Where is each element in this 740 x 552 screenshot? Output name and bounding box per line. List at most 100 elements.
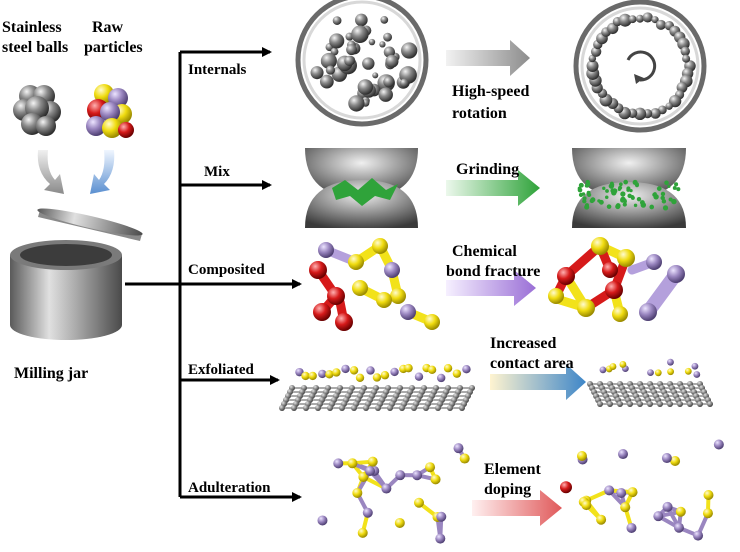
steel-ball xyxy=(329,33,345,49)
down-arrow-gray xyxy=(37,150,64,194)
ground-particle xyxy=(639,200,645,205)
steel-ball xyxy=(320,52,337,69)
steel-ball xyxy=(385,54,399,68)
steel-ball xyxy=(332,16,342,25)
atom xyxy=(654,369,662,377)
atom xyxy=(453,443,464,454)
atom xyxy=(357,527,368,538)
steel-ball xyxy=(330,47,339,56)
ground-particle xyxy=(653,192,657,196)
atom xyxy=(349,366,359,375)
carbon-atom xyxy=(363,405,369,411)
atom xyxy=(462,364,471,374)
ground-particle xyxy=(622,202,627,207)
atom xyxy=(395,470,406,481)
carbon-atom xyxy=(399,405,405,411)
molecule-composite-before xyxy=(309,238,440,331)
ground-particle xyxy=(606,204,612,209)
carbon-atom xyxy=(387,405,393,411)
atom xyxy=(308,371,317,381)
carbon-atom xyxy=(617,401,623,407)
ground-particle xyxy=(610,182,615,187)
flow-lines xyxy=(125,47,302,502)
atom xyxy=(404,363,413,373)
atom xyxy=(333,458,344,469)
graphene-stacked xyxy=(279,363,475,411)
ground-particle xyxy=(656,186,662,191)
steel-ball xyxy=(676,81,688,93)
atom xyxy=(684,367,692,375)
steel-ball xyxy=(325,65,336,75)
structure-undoped xyxy=(317,443,470,544)
carbon-atom xyxy=(677,401,683,407)
ground-particle xyxy=(578,192,584,198)
atom xyxy=(332,368,341,377)
ground-particle xyxy=(605,189,609,193)
steel-ball xyxy=(650,108,661,119)
atom xyxy=(317,515,328,526)
carbon-atom xyxy=(657,401,663,407)
atom xyxy=(427,365,437,375)
ground-particle xyxy=(632,179,638,185)
atom xyxy=(436,373,446,383)
raw-particles-label: Raw particles xyxy=(84,19,143,56)
atom xyxy=(412,470,423,481)
process-label-rotation: High-speed rotation xyxy=(452,83,533,122)
ground-particle xyxy=(636,196,642,202)
carbon-atom xyxy=(697,401,703,407)
atom xyxy=(352,487,363,498)
atom xyxy=(380,371,390,380)
carbon-atom xyxy=(627,401,633,407)
ground-particle xyxy=(587,192,592,198)
steel-ball xyxy=(655,19,667,30)
process-label-doping: Element doping xyxy=(484,461,545,498)
arrow-doping xyxy=(472,490,562,526)
atom xyxy=(647,369,654,377)
atom xyxy=(604,485,615,496)
steel-ball xyxy=(372,72,379,79)
down-arrow-blue xyxy=(90,150,115,194)
steel-ball xyxy=(310,66,324,80)
atom xyxy=(581,500,592,511)
carbon-atom xyxy=(459,405,465,411)
arrow-contact-area xyxy=(490,364,586,400)
steel-ball xyxy=(344,55,355,67)
steel-ball xyxy=(319,74,334,89)
atom xyxy=(413,497,424,508)
atom xyxy=(452,369,462,378)
carbon-atom xyxy=(339,405,345,411)
atom xyxy=(667,368,674,376)
atom xyxy=(394,517,405,528)
carbon-atom xyxy=(327,405,333,411)
structure-doped xyxy=(560,439,724,541)
steel-ball xyxy=(368,38,376,46)
branch-label-exfoliated: Exfoliated xyxy=(188,362,254,378)
atom xyxy=(691,362,699,370)
atom xyxy=(362,507,373,518)
graphene-dispersed xyxy=(587,358,713,407)
carbon-atom xyxy=(707,401,713,407)
atom xyxy=(619,361,627,368)
ground-particle xyxy=(620,191,626,197)
carbon-atom xyxy=(607,401,613,407)
steel-ball xyxy=(642,12,653,23)
carbon-atom xyxy=(637,401,643,407)
atom xyxy=(667,358,674,366)
arrow-rotation xyxy=(446,40,530,76)
ground-particle xyxy=(623,179,629,185)
ground-particle xyxy=(620,197,626,203)
carbon-atom xyxy=(447,405,453,411)
atom xyxy=(390,367,399,377)
carbon-atom xyxy=(291,405,297,411)
ground-particle xyxy=(676,187,681,192)
ground-particle xyxy=(619,182,623,187)
grinding-domes-before xyxy=(305,148,418,228)
steel-ball xyxy=(633,107,647,121)
grinding-domes-after xyxy=(572,148,686,228)
steel-ball xyxy=(635,14,645,23)
ground-particle xyxy=(578,182,584,188)
dopant-atom xyxy=(560,481,572,494)
steel-ball xyxy=(586,60,599,72)
jar-balls-rotating xyxy=(573,0,707,133)
atom xyxy=(702,508,713,519)
